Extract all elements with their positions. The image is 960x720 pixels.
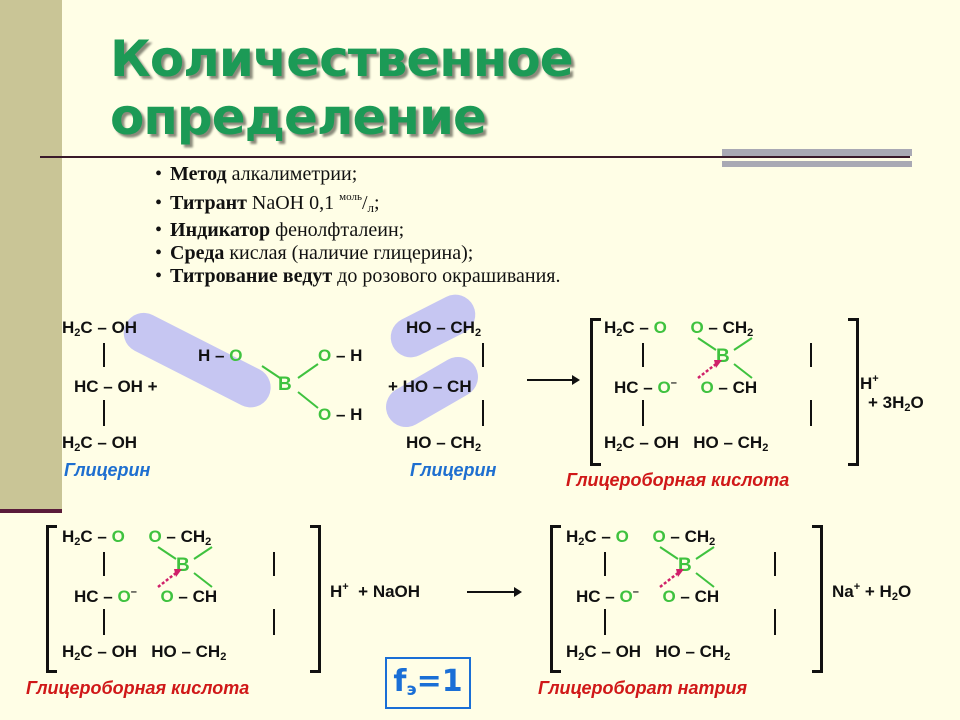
label-glycerin-right: Глицерин	[410, 460, 497, 480]
label-glyceroboric-acid-2: Глицероборная кислота	[26, 678, 250, 698]
bracket-product-1-left	[590, 318, 601, 466]
divider-accent-top	[722, 149, 912, 156]
divider-accent-bottom	[722, 161, 912, 167]
boric-b: B	[278, 374, 292, 395]
bracket-product-2-left	[550, 525, 561, 673]
label-glycerin-left: Глицерин	[64, 460, 151, 480]
boric-h-o-left: H – O	[198, 346, 243, 365]
left-accent-bar-edge	[0, 509, 62, 513]
bullet-titrant: Титрант NaOH 0,1 моль/л;	[155, 186, 561, 219]
bullet-medium: Среда кислая (наличие глицерина);	[155, 242, 561, 265]
label-glyceroboric-acid-1: Глицероборная кислота	[566, 470, 790, 490]
glycerin-left-ch2-bottom: H2C – OH	[62, 433, 138, 454]
product-2-row-top: H2C – O O – CH2	[566, 527, 716, 548]
reactant-2-h-plus-naoh: H+ + NaOH	[330, 581, 421, 601]
product-2-row-bottom: H2C – OH HO – CH2	[566, 642, 731, 663]
method-bullet-list: Метод алкалиметрии; Титрант NaOH 0,1 мол…	[155, 163, 561, 288]
title-divider	[40, 156, 910, 158]
bracket-product-1-right	[848, 318, 859, 466]
product-1-row-bottom: H2C – OH HO – CH2	[604, 433, 769, 454]
glycerin-right-ch: + HO – CH	[388, 377, 472, 396]
product-1-h-plus: H+	[860, 373, 879, 393]
label-sodium-glyceroborate: Глицероборат натрия	[538, 678, 748, 698]
bracket-reactant-2-left	[46, 525, 57, 673]
left-accent-bar	[0, 0, 62, 510]
reactant-2-row-mid: HC – O– O – CH	[74, 586, 218, 606]
glycerin-left-ch: HC – OH +	[74, 377, 158, 396]
boric-o-h-bottom: O – H	[318, 405, 363, 424]
product-1-row-top: H2C – O O – CH2	[604, 318, 754, 339]
glycerin-right-ch2-bottom: HO – CH2	[406, 433, 482, 454]
bracket-product-2-right	[812, 525, 823, 673]
product-1-row-mid: HC – O– O – CH	[614, 377, 758, 397]
bullet-titration: Титрование ведут до розового окрашивания…	[155, 265, 560, 288]
glycerin-left-ch2-top: H2C – OH	[62, 318, 138, 339]
bullet-method: Метод алкалиметрии;	[155, 163, 561, 186]
reactant-2-row-bottom: H2C – OH HO – CH2	[62, 642, 227, 663]
glycerin-right-ch2-top: HO – CH2	[406, 318, 482, 339]
bracket-reactant-2-right	[310, 525, 321, 673]
reactant-2-row-top: H2C – O O – CH2	[62, 527, 212, 548]
product-1-plus-3h2o: + 3H2O	[868, 393, 924, 414]
product-2-row-mid: HC – O– O – CH	[576, 586, 720, 606]
equivalence-factor-box: fэ=1	[385, 657, 471, 709]
bullet-indicator: Индикатор фенолфталеин;	[155, 219, 561, 242]
boric-o-h-top: O – H	[318, 346, 363, 365]
product-2-na-plus-h2o: Na+ + H2O	[832, 581, 912, 603]
slide-title: Количественное определение	[110, 30, 574, 146]
